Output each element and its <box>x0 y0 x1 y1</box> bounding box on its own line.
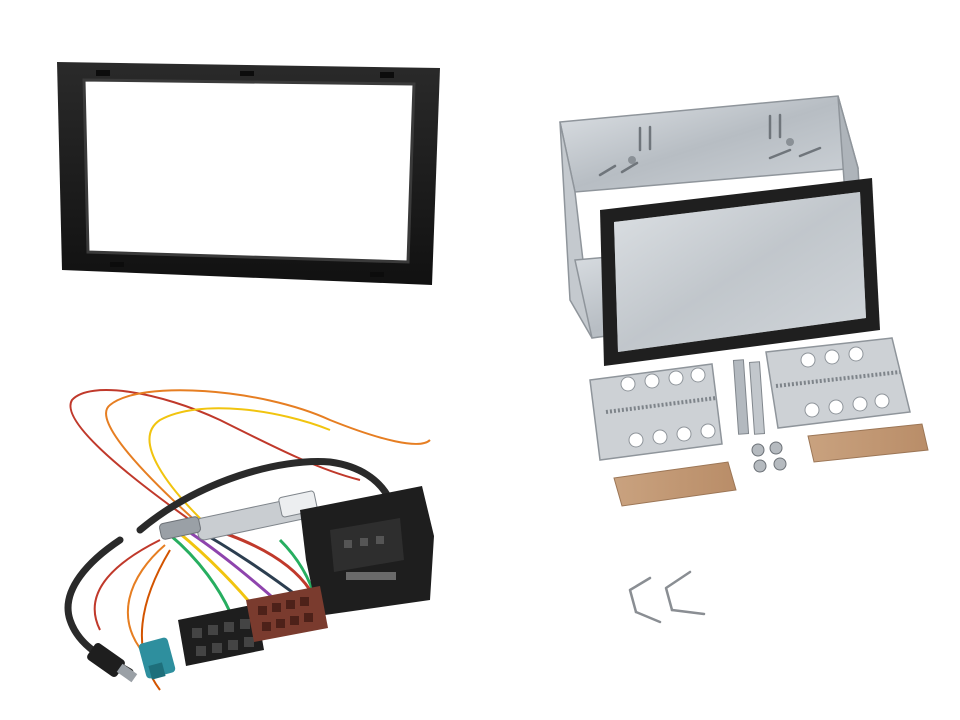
screws <box>751 441 787 473</box>
din-antenna-plug <box>87 643 138 683</box>
antenna-adapter <box>159 490 318 541</box>
cage-hole <box>628 156 636 164</box>
screw-icon <box>773 457 787 471</box>
bracket-right <box>765 337 911 429</box>
bracket-strip <box>748 361 766 435</box>
bracket-strip <box>732 359 750 435</box>
fascia-clip <box>110 262 124 267</box>
wiring-harness <box>64 389 434 691</box>
mounting-cage <box>559 95 880 366</box>
cage-front-opening-shadow <box>614 192 866 352</box>
adhesive-strip-right <box>807 423 929 463</box>
screw-icon <box>753 459 767 473</box>
fascia-clip <box>380 72 394 78</box>
screw-icon <box>769 441 783 455</box>
release-key-icon <box>634 610 662 624</box>
release-keys <box>628 570 706 624</box>
bracket-left-teeth <box>605 396 717 414</box>
fascia-clip <box>240 71 254 76</box>
bracket-left-holes <box>620 367 716 448</box>
iso-connector-brown <box>246 586 328 642</box>
fascia-frame <box>57 62 440 285</box>
bracket-right-holes <box>800 346 890 418</box>
release-key-icon <box>670 608 706 616</box>
fascia-inner-lip <box>82 78 416 264</box>
iso-connector-black <box>178 604 264 666</box>
screw-icon <box>751 443 765 457</box>
cage-top-panel <box>559 95 859 193</box>
side-brackets <box>589 337 929 507</box>
bracket-right-teeth <box>775 370 901 388</box>
fascia-clip <box>370 272 384 277</box>
fascia-inner-opening <box>84 80 414 262</box>
adhesive-strip-left <box>613 461 737 507</box>
cage-hole <box>786 138 794 146</box>
quadlock-connector <box>300 486 434 616</box>
release-key-icon <box>664 570 692 612</box>
harness-wires <box>69 389 431 691</box>
fakra-connector <box>138 637 176 680</box>
fascia-clip <box>96 70 110 76</box>
release-key-icon <box>628 576 652 614</box>
